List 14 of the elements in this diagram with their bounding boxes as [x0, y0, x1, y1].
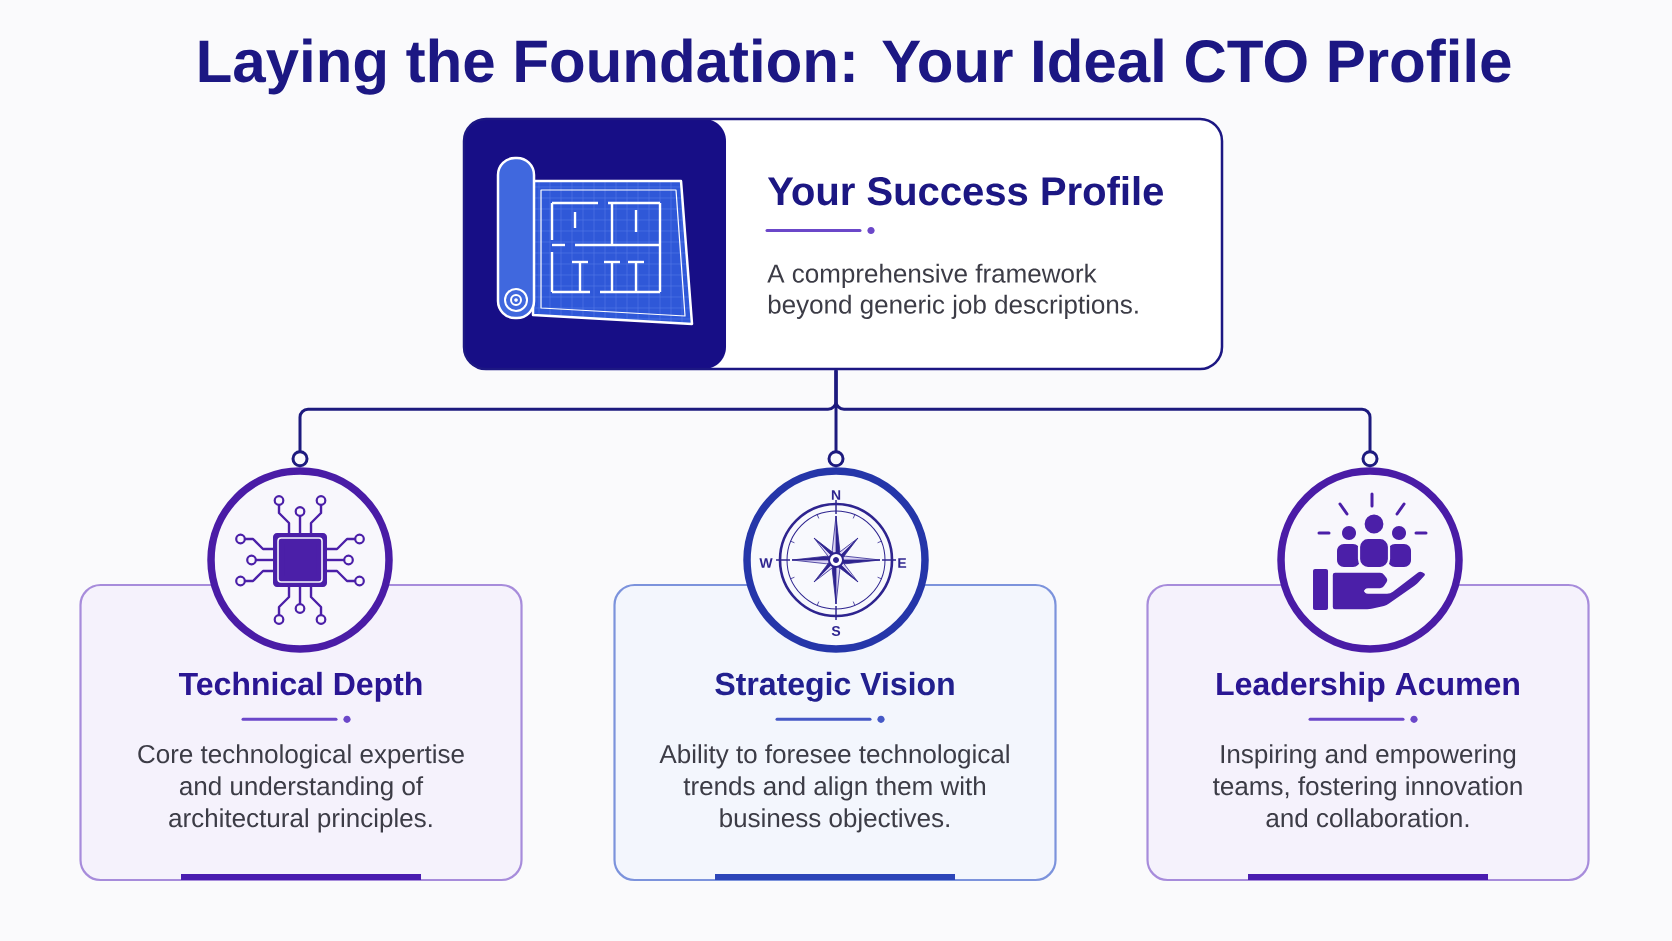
card-text: A comprehensive framework beyond generic job descriptions. [767, 263, 1138, 319]
card-text: Core technological expertise and understanding of architectural principles. [138, 744, 464, 833]
title: Laying the Foundation: Your Ideal CTO Profile [199, 38, 1511, 95]
card-title: Your Success Profile [767, 176, 1163, 206]
compass-letter: S [831, 626, 841, 636]
card-title: Leadership Acumen [1217, 671, 1519, 702]
card-text: Ability to foresee technological trends and align them with business objectives. [659, 744, 1009, 833]
compass-letter: N [831, 490, 841, 500]
card-text: Inspiring and empowering teams, fostering innovation and collaboration. [1213, 744, 1522, 828]
compass-letter: W [759, 558, 773, 568]
compass-letter: E [898, 558, 907, 568]
card-title: Strategic Vision [715, 671, 954, 702]
card-title: Technical Depth [179, 671, 422, 702]
connector [834, 370, 1379, 468]
